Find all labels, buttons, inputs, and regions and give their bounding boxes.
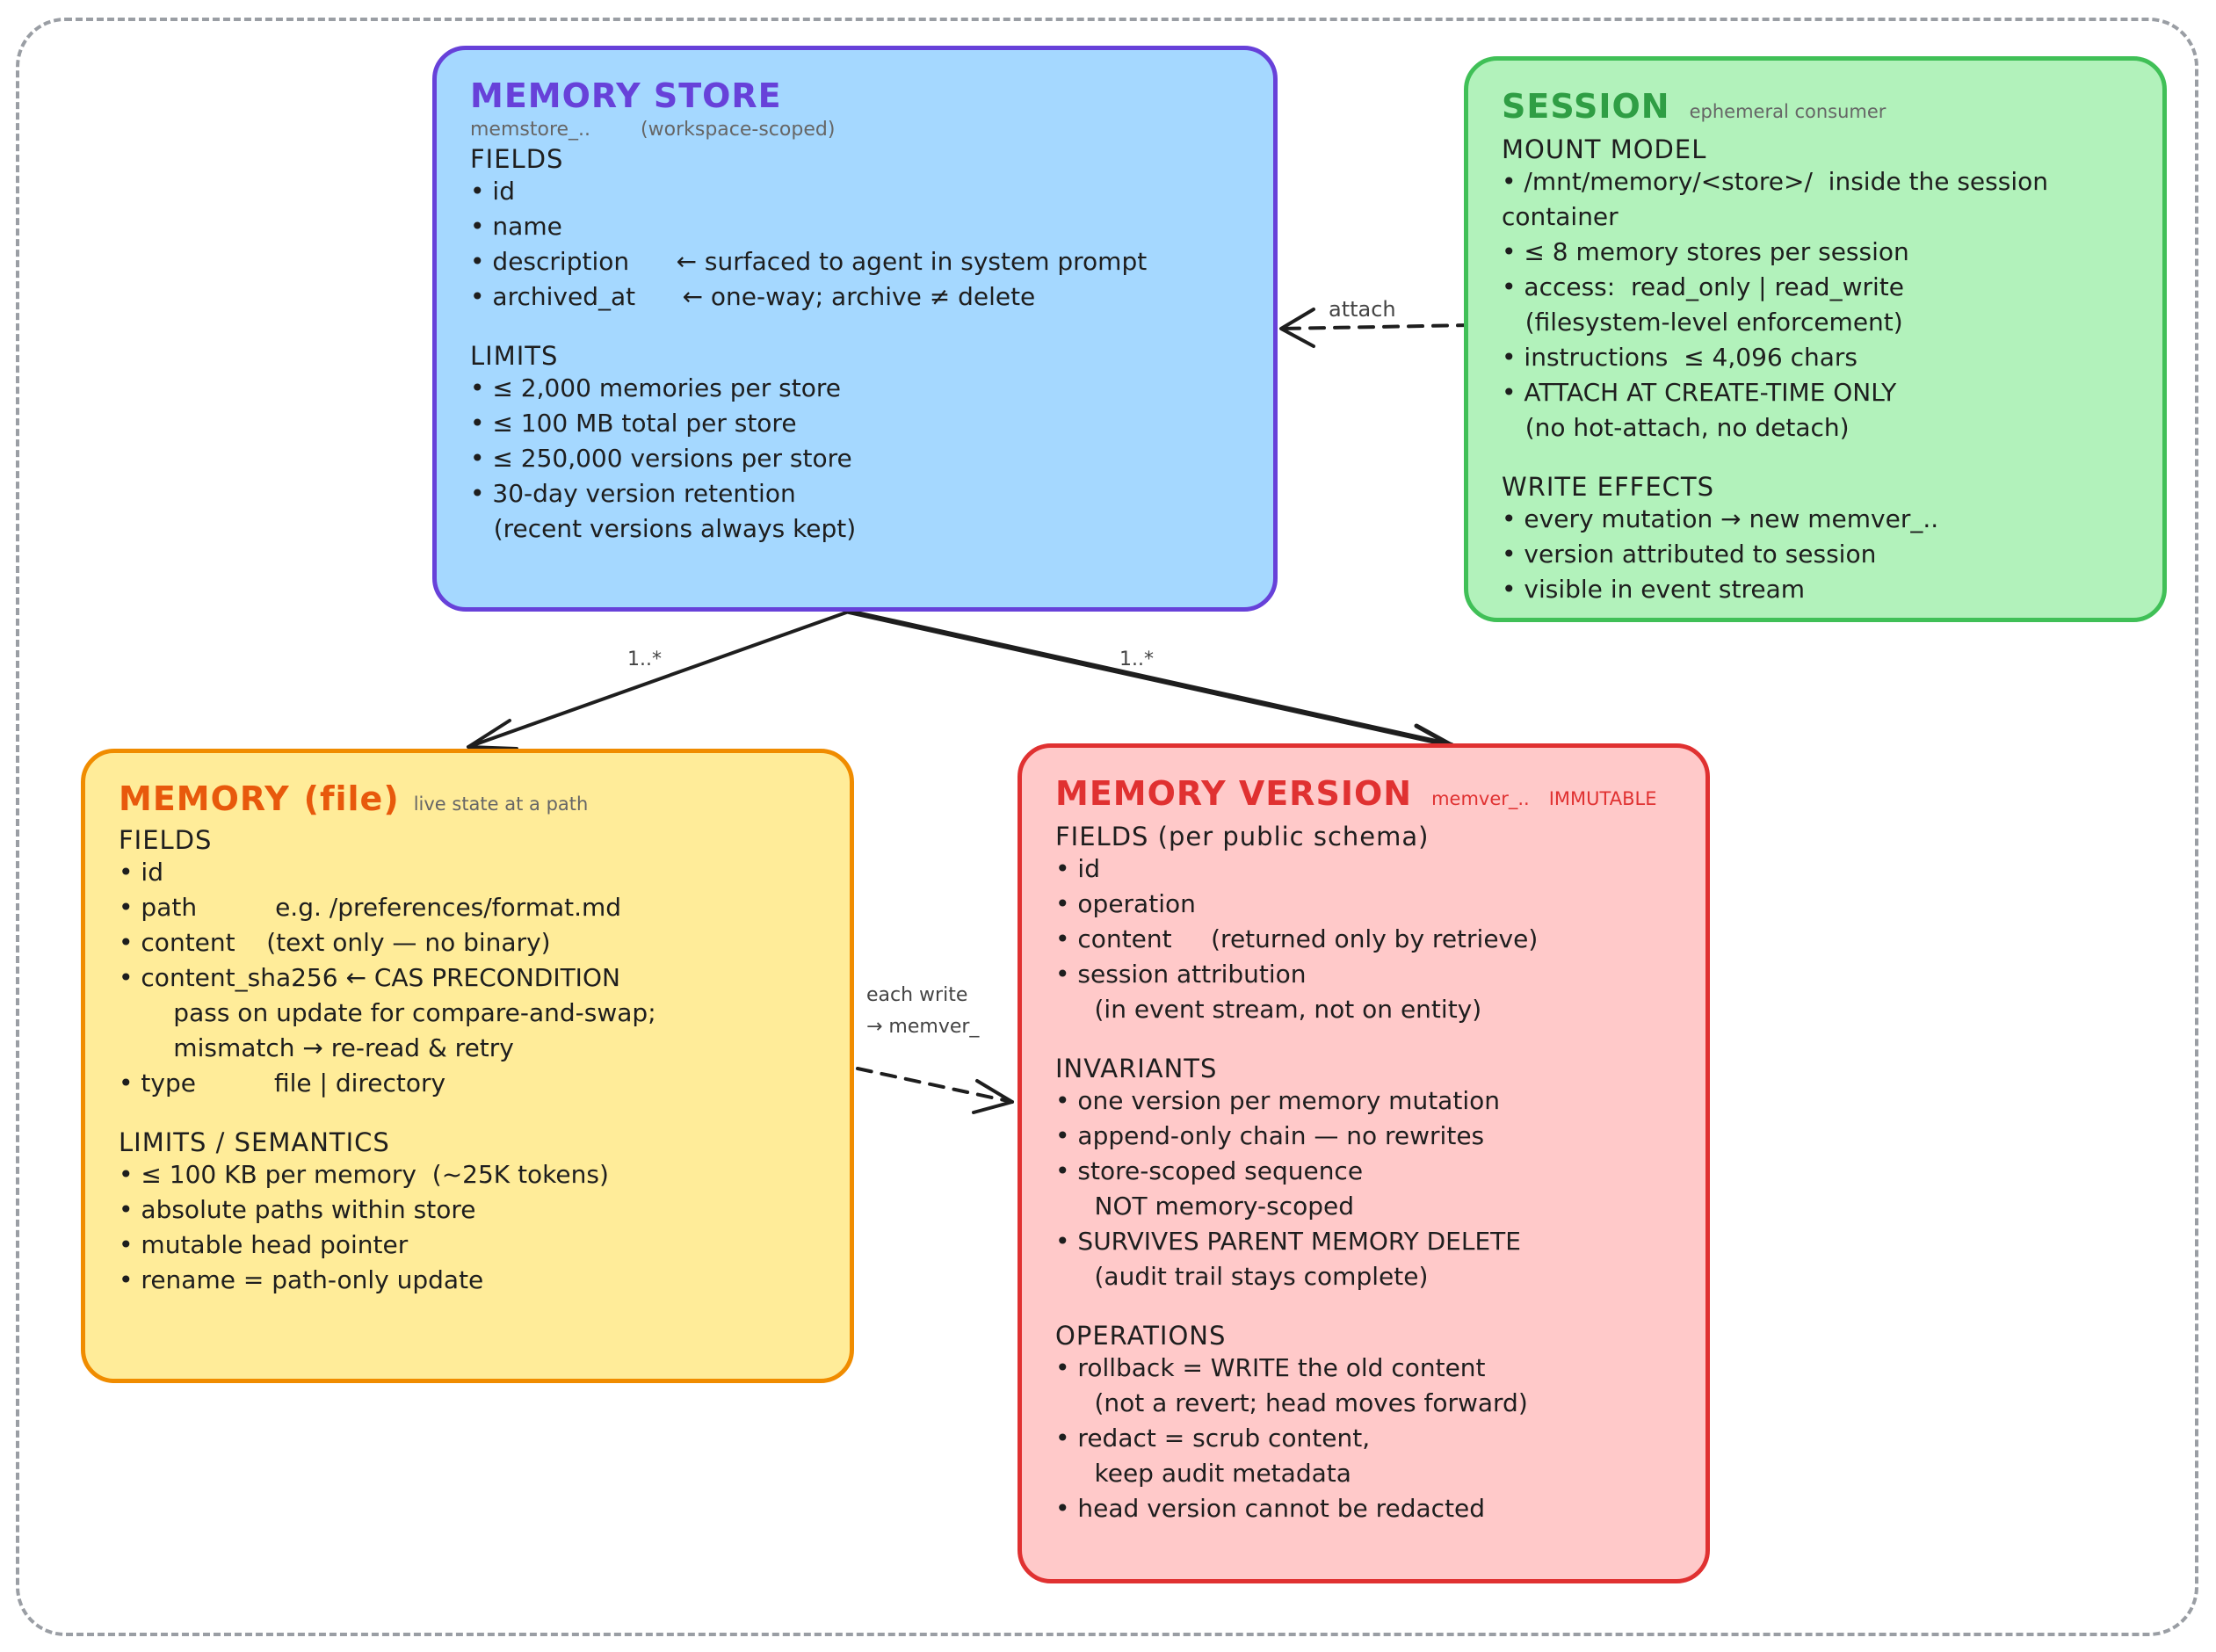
arrowhead-store-to-memory bbox=[467, 719, 518, 750]
memory-field: • content_sha256 ← CAS PRECONDITION bbox=[119, 963, 620, 992]
diagram-frame bbox=[16, 18, 2198, 1636]
memory-title: MEMORY bbox=[119, 779, 290, 818]
memory-store-limit: • 30-day version retention bbox=[470, 479, 796, 508]
memory-version-fields-heading: FIELDS (per public schema) bbox=[1055, 822, 1430, 851]
memory-store-limit: • ≤ 250,000 versions per store bbox=[470, 444, 852, 473]
memory-limit: • mutable head pointer bbox=[119, 1230, 409, 1259]
arrowhead-attach bbox=[1279, 308, 1315, 348]
session-write-item: • visible in event stream bbox=[1502, 575, 1806, 604]
memory-field: mismatch → re-read & retry bbox=[119, 1033, 514, 1062]
edge-label-attach: attach bbox=[1329, 297, 1396, 322]
memory-version-field: (in event stream, not on entity) bbox=[1055, 995, 1482, 1024]
session-mount-heading: MOUNT MODEL bbox=[1502, 134, 1707, 164]
session-write-item: • version attributed to session bbox=[1502, 540, 1877, 569]
memory-version-invariant: • store-scoped sequence bbox=[1055, 1156, 1364, 1185]
memory-store-limit: (recent versions always kept) bbox=[470, 514, 857, 543]
session-mount-item: • instructions ≤ 4,096 chars bbox=[1502, 343, 1858, 372]
memory-version-operation: • redact = scrub content, bbox=[1055, 1424, 1371, 1453]
memory-box: MEMORY (file) live state at a path FIELD… bbox=[81, 749, 854, 1383]
memory-version-id-prefix: memver_.. bbox=[1431, 788, 1530, 809]
memory-version-operation: • rollback = WRITE the old content bbox=[1055, 1353, 1486, 1382]
memory-store-id-prefix: memstore_.. bbox=[470, 119, 591, 141]
session-mount-item: (no hot-attach, no detach) bbox=[1502, 413, 1850, 442]
session-tag: ephemeral consumer bbox=[1689, 101, 1886, 122]
memory-version-field: • session attribution bbox=[1055, 960, 1307, 989]
memory-version-invariant: (audit trail stays complete) bbox=[1055, 1262, 1429, 1291]
edge-store-to-version bbox=[846, 609, 1454, 748]
memory-tag: live state at a path bbox=[413, 793, 589, 815]
memory-limit: • ≤ 100 KB per memory (~25K tokens) bbox=[119, 1160, 609, 1189]
memory-field: • content (text only — no binary) bbox=[119, 928, 551, 957]
memory-limits-heading: LIMITS / SEMANTICS bbox=[119, 1127, 390, 1157]
session-mount-item: (filesystem-level enforcement) bbox=[1502, 308, 1903, 337]
memory-store-field: • description ← surfaced to agent in sys… bbox=[470, 247, 1148, 276]
edge-label-store-memory: 1..* bbox=[627, 648, 662, 670]
memory-version-invariants-heading: INVARIANTS bbox=[1055, 1054, 1218, 1083]
edge-label-write-1: each write bbox=[866, 984, 968, 1006]
memory-version-operations-heading: OPERATIONS bbox=[1055, 1321, 1227, 1351]
memory-store-limits-heading: LIMITS bbox=[470, 341, 559, 371]
session-mount-item: • ≤ 8 memory stores per session bbox=[1502, 237, 1909, 266]
session-write-item: • every mutation → new memver_.. bbox=[1502, 504, 1939, 533]
memory-version-operation: keep audit metadata bbox=[1055, 1459, 1351, 1488]
memory-fields-heading: FIELDS bbox=[119, 825, 213, 855]
edge-session-attach bbox=[1279, 323, 1474, 330]
edge-label-store-version: 1..* bbox=[1119, 648, 1154, 670]
session-box: SESSION ephemeral consumer MOUNT MODEL •… bbox=[1464, 56, 2167, 622]
memory-store-box: MEMORY STORE memstore_.. (workspace-scop… bbox=[432, 46, 1278, 612]
memory-version-invariant: • append-only chain — no rewrites bbox=[1055, 1121, 1485, 1150]
memory-store-scope: (workspace-scoped) bbox=[641, 119, 836, 141]
memory-field: • id bbox=[119, 858, 163, 887]
memory-field: • path e.g. /preferences/format.md bbox=[119, 893, 622, 922]
memory-version-title: MEMORY VERSION bbox=[1055, 774, 1413, 813]
arrowhead-memory-to-version bbox=[972, 1079, 1014, 1114]
memory-version-operation: (not a revert; head moves forward) bbox=[1055, 1388, 1528, 1417]
memory-version-invariant: NOT memory-scoped bbox=[1055, 1192, 1354, 1221]
memory-store-field: • name bbox=[470, 212, 562, 241]
session-write-heading: WRITE EFFECTS bbox=[1502, 472, 1715, 502]
memory-store-field: • archived_at ← one-way; archive ≠ delet… bbox=[470, 282, 1036, 311]
edge-label-write-2: → memver_ bbox=[866, 1016, 980, 1038]
memory-version-invariant: • one version per memory mutation bbox=[1055, 1086, 1500, 1115]
memory-version-field: • content (returned only by retrieve) bbox=[1055, 924, 1539, 953]
session-mount-item: container bbox=[1502, 202, 1619, 231]
memory-store-fields-heading: FIELDS bbox=[470, 144, 564, 174]
memory-version-box: MEMORY VERSION memver_.. IMMUTABLE FIELD… bbox=[1017, 743, 1710, 1583]
memory-field: • type file | directory bbox=[119, 1069, 446, 1098]
session-mount-item: • /mnt/memory/<store>/ inside the sessio… bbox=[1502, 167, 2048, 196]
session-mount-item: • access: read_only | read_write bbox=[1502, 272, 1904, 301]
memory-version-invariant: • SURVIVES PARENT MEMORY DELETE bbox=[1055, 1227, 1521, 1256]
edge-store-to-memory bbox=[467, 610, 851, 749]
memory-version-immutable-badge: IMMUTABLE bbox=[1548, 788, 1657, 809]
session-title: SESSION bbox=[1502, 87, 1670, 126]
memory-title-suffix: (file) bbox=[303, 779, 400, 818]
memory-limit: • absolute paths within store bbox=[119, 1195, 476, 1224]
memory-store-limit: • ≤ 2,000 memories per store bbox=[470, 373, 841, 402]
memory-version-field: • id bbox=[1055, 854, 1100, 883]
memory-version-field: • operation bbox=[1055, 889, 1196, 918]
memory-field: pass on update for compare-and-swap; bbox=[119, 998, 656, 1027]
edge-memory-to-version bbox=[856, 1067, 1014, 1104]
memory-limit: • rename = path-only update bbox=[119, 1265, 484, 1294]
session-mount-item: • ATTACH AT CREATE-TIME ONLY bbox=[1502, 378, 1897, 407]
memory-store-field: • id bbox=[470, 177, 515, 206]
memory-store-title: MEMORY STORE bbox=[470, 76, 782, 115]
memory-store-limit: • ≤ 100 MB total per store bbox=[470, 409, 797, 438]
memory-version-operation: • head version cannot be redacted bbox=[1055, 1494, 1486, 1523]
